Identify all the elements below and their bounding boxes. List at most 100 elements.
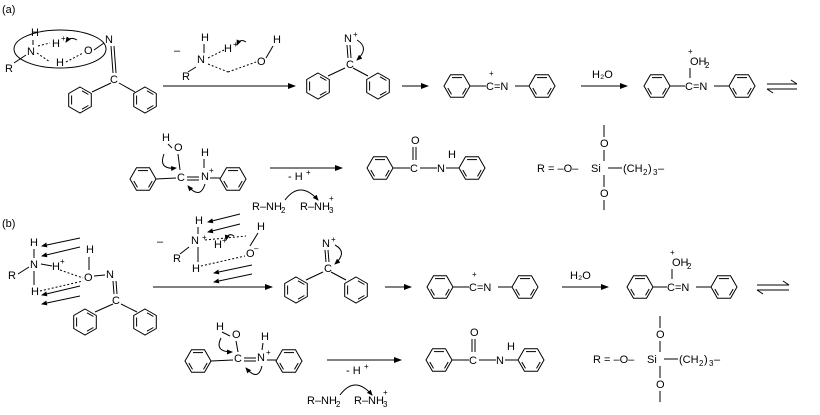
minus-H: - H <box>288 171 303 183</box>
ammonium-3: 3 <box>329 206 334 215</box>
leaving-group-a: – H N R H + O H <box>174 32 281 83</box>
lg-H: H <box>201 32 209 44</box>
keteniminium-text: C=N <box>486 81 508 93</box>
lg-O: O <box>246 248 255 260</box>
proton-transfer-arrow <box>339 384 373 396</box>
amide-O: O <box>411 135 420 147</box>
atom-Hplus: H <box>52 261 60 273</box>
amide-H: H <box>507 341 515 353</box>
amide-a: C O N H <box>366 135 486 180</box>
amide-N: N <box>496 355 504 367</box>
atom-O: O <box>84 45 93 57</box>
lg-H3: H <box>257 221 265 233</box>
adduct-plus: + <box>209 166 214 175</box>
chain-2: 2 <box>643 168 648 177</box>
field-arrows <box>41 237 81 306</box>
O-top: O <box>600 138 609 150</box>
keteniminium-plus: + <box>489 69 494 78</box>
atom-H3: H <box>31 286 39 298</box>
protonated-amide-a: C=N + OH 2 <box>643 47 756 98</box>
nitrilium-plus: + <box>331 235 336 244</box>
equilibrium-arrow <box>766 79 798 94</box>
adduct-b: O H H N + C <box>184 321 303 375</box>
equilibrium-arrow <box>756 280 790 295</box>
atom-Hplus: H <box>52 38 60 50</box>
adduct-H: H <box>216 321 224 333</box>
protonated-CN: C=N <box>667 282 689 294</box>
O-bot: O <box>600 188 609 200</box>
minus-H-plus: + <box>306 168 311 177</box>
lg-H3: H <box>273 34 281 46</box>
atom-H2: H <box>56 57 64 69</box>
charge-plus: + <box>61 34 66 43</box>
protonated-CN: C=N <box>685 81 707 93</box>
lg-plus: + <box>233 40 238 49</box>
atom-N-oxime: N <box>105 34 113 46</box>
adduct-N: N <box>257 352 265 364</box>
amine-2: 2 <box>281 206 286 215</box>
amide-C: C <box>469 355 477 367</box>
atom-R: R <box>5 63 13 75</box>
O-bot: O <box>656 379 665 391</box>
chain-n: 3 <box>653 168 658 177</box>
adduct-C: C <box>234 353 242 365</box>
chain-n: 3 <box>709 359 714 368</box>
protonated-OH: OH <box>672 257 689 269</box>
R-definition-b: R = –O– Si O O (CH 2 ) 3 – <box>593 316 721 402</box>
atom-H2: H <box>86 244 94 256</box>
atom-N: N <box>30 259 38 271</box>
panel-a: (a) N H H + O H R N C <box>2 4 798 215</box>
nitrilium-C: C <box>346 59 354 71</box>
adduct-O: O <box>174 142 183 154</box>
panel-a-label: (a) <box>2 4 15 16</box>
chain-close: ) <box>704 354 708 366</box>
minus-H: - H <box>346 365 361 377</box>
lg-N: N <box>197 54 205 66</box>
amine: R–NH <box>252 201 282 213</box>
adduct-H2: H <box>201 147 209 159</box>
keteniminium-a: C=N + <box>443 69 556 98</box>
lg-R: R <box>173 253 181 265</box>
O-top: O <box>656 329 665 341</box>
adduct-N: N <box>201 171 209 183</box>
ammonium: R–NH <box>300 201 330 213</box>
water-label: H₂O <box>592 69 613 81</box>
lg-H2: H <box>224 43 232 55</box>
keteniminium-plus: + <box>472 270 477 279</box>
protonated-2: 2 <box>687 262 692 271</box>
lg-R: R <box>182 71 190 83</box>
leaving-group-b: – H N + R H + O – H H <box>157 213 265 284</box>
ammonium-plus: + <box>383 388 388 397</box>
adduct-H2: H <box>261 331 269 343</box>
minus-sign: – <box>174 45 181 57</box>
atom-H: H <box>31 27 39 39</box>
R-definition-a: R = –O– Si O O (CH 2 ) 3 – <box>537 125 665 210</box>
field-arrows-b <box>207 213 253 284</box>
substrate-b: H N H + H O H R N C <box>8 237 157 336</box>
ammonium-3: 3 <box>383 400 388 409</box>
atom-N-oxime: N <box>106 269 114 281</box>
adduct-C: C <box>177 172 185 184</box>
chain-end: – <box>658 163 665 175</box>
panel-b: (b) H N H + H O H R N C <box>2 213 790 409</box>
adduct-plus: + <box>266 348 271 357</box>
lg-H: H <box>195 215 203 227</box>
adduct-a: O H H N + C <box>129 132 247 193</box>
chain-2: 2 <box>699 359 704 368</box>
amine: R–NH <box>307 395 337 407</box>
lg-plus: + <box>202 233 207 242</box>
keteniminium-b: C=N + <box>426 270 539 299</box>
nitrilium-b: N + C <box>284 235 368 304</box>
atom-H: H <box>30 237 38 249</box>
Si-atom: Si <box>647 354 657 366</box>
amide-H: H <box>448 149 456 161</box>
panel-b-label: (b) <box>2 218 15 230</box>
nitrilium-N: N <box>344 33 352 45</box>
amine-2: 2 <box>336 400 341 409</box>
substrate-a: N H H + O H R N C <box>5 27 157 114</box>
adduct-O: O <box>232 329 241 341</box>
lg-O-minus: – <box>254 244 259 253</box>
protonated-plus: + <box>688 47 693 56</box>
amide-C: C <box>410 163 418 175</box>
